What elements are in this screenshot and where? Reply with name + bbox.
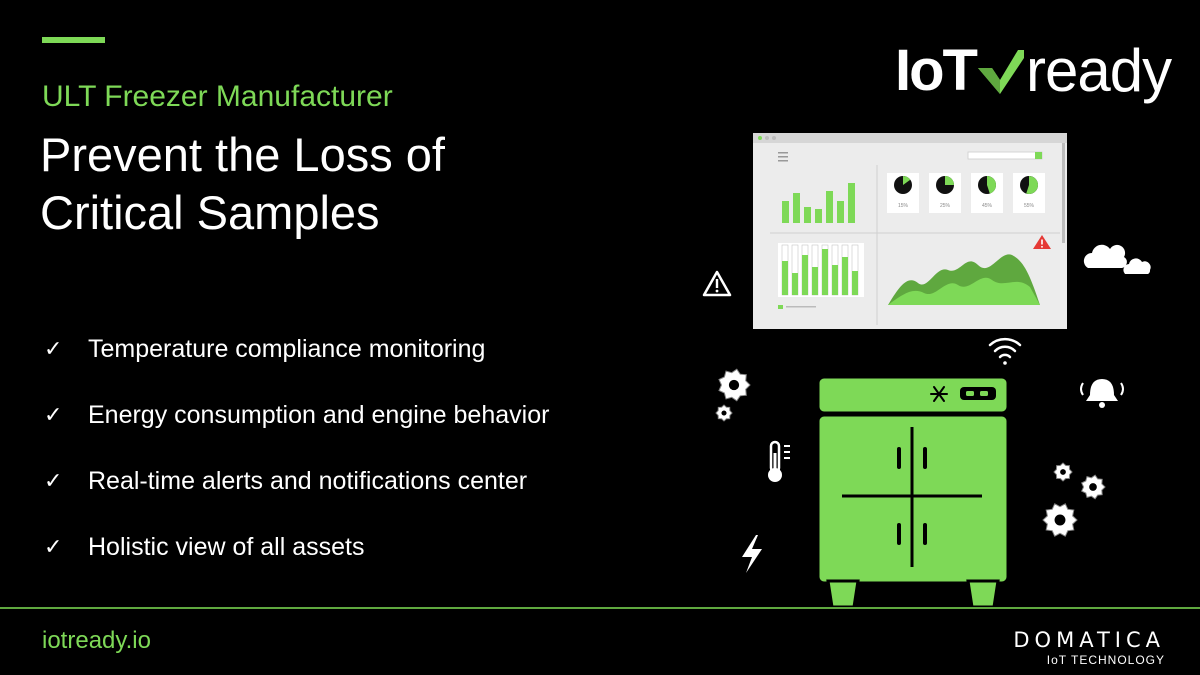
chart-bar: [782, 261, 788, 295]
freezer-display: [960, 387, 996, 400]
freezer-illustration: 15% 25% 45% 55%: [702, 133, 1151, 607]
gear-hole: [1089, 483, 1097, 491]
company-tagline: IoT TECHNOLOGY: [1046, 653, 1165, 667]
check-icon: ✓: [44, 534, 63, 560]
dashboard-alert-icon: [1033, 235, 1051, 249]
feature-label: Temperature compliance monitoring: [88, 334, 486, 363]
thermometer-icon: [768, 440, 790, 482]
chart-bar: [782, 201, 789, 223]
chart-bar: [792, 273, 798, 295]
gauge-label: 15%: [898, 203, 909, 209]
feature-label: Real-time alerts and notifications cente…: [88, 466, 528, 495]
chart-bar: [826, 191, 833, 223]
feature-label: Holistic view of all assets: [88, 532, 365, 561]
freezer-cabinet: [816, 375, 1010, 607]
iot-ready-logo: IoT ready: [895, 30, 1172, 104]
gear-hole: [1054, 514, 1066, 526]
dashboard-striped-chart: [778, 243, 864, 297]
chart-bar: [812, 267, 818, 295]
chart-bar: [802, 255, 808, 295]
feature-label: Energy consumption and engine behavior: [88, 400, 550, 429]
gear-icon: [1042, 462, 1106, 537]
chart-bar: [822, 249, 828, 295]
feature-item: ✓ Holistic view of all assets: [44, 514, 549, 580]
chart-bar: [848, 183, 855, 223]
bell-icon: [1080, 379, 1124, 408]
check-icon: ✓: [44, 336, 63, 362]
page-title: Prevent the Loss of Critical Samples: [40, 128, 445, 239]
warning-icon: [702, 270, 732, 297]
chart-bar: [793, 193, 800, 223]
chart-panel: [778, 243, 864, 297]
dashboard-gauges: 15% 25% 45% 55%: [887, 173, 1045, 213]
lightning-icon: [742, 535, 762, 573]
gauge-fill: [987, 176, 996, 194]
menu-icon: [778, 152, 788, 162]
chart-bar: [842, 257, 848, 295]
domatica-logo: DOMATICA IoT TECHNOLOGY: [985, 628, 1165, 667]
accent-bar: [42, 37, 105, 43]
snowflake-icon: [930, 386, 948, 402]
subtitle: ULT Freezer Manufacturer: [42, 80, 393, 113]
chart-bar: [852, 271, 858, 295]
logo-ready-text: ready: [1025, 37, 1172, 104]
check-icon: ✓: [44, 468, 63, 494]
check-icon: ✓: [44, 402, 63, 428]
gear-hole: [728, 379, 740, 391]
feature-list: ✓ Temperature compliance monitoring ✓ En…: [44, 316, 549, 580]
gear-icon: [715, 368, 751, 422]
gauge-fill: [1026, 176, 1038, 194]
cloud-icon: [1083, 244, 1151, 274]
gauge-label: 25%: [940, 203, 951, 209]
chart-bar: [815, 209, 822, 223]
wifi-icon: [988, 337, 1022, 365]
dashboard-bar-chart: [782, 183, 855, 223]
logo-iot-text: IoT: [895, 38, 978, 103]
gauge-label: 45%: [982, 203, 993, 209]
footer-divider: [0, 607, 1200, 609]
gauge-label: 55%: [1024, 203, 1035, 209]
logo-check-icon: [977, 50, 1024, 94]
feature-item: ✓ Energy consumption and engine behavior: [44, 382, 549, 448]
chart-bar: [832, 265, 838, 295]
dashboard-search: [967, 151, 1043, 160]
chart-bar: [804, 207, 811, 223]
chart-bar: [837, 201, 844, 223]
gear-hole: [1060, 469, 1066, 475]
feature-item: ✓ Real-time alerts and notifications cen…: [44, 448, 549, 514]
dashboard-area-chart: [888, 254, 1040, 305]
gauge-fill: [945, 176, 954, 185]
company-name: DOMATICA: [1013, 628, 1165, 652]
gear-hole: [721, 410, 727, 416]
gauge-fill: [903, 176, 911, 185]
dashboard-window: 15% 25% 45% 55%: [753, 133, 1067, 329]
website-link[interactable]: iotready.io: [42, 627, 151, 654]
feature-item: ✓ Temperature compliance monitoring: [44, 316, 549, 382]
